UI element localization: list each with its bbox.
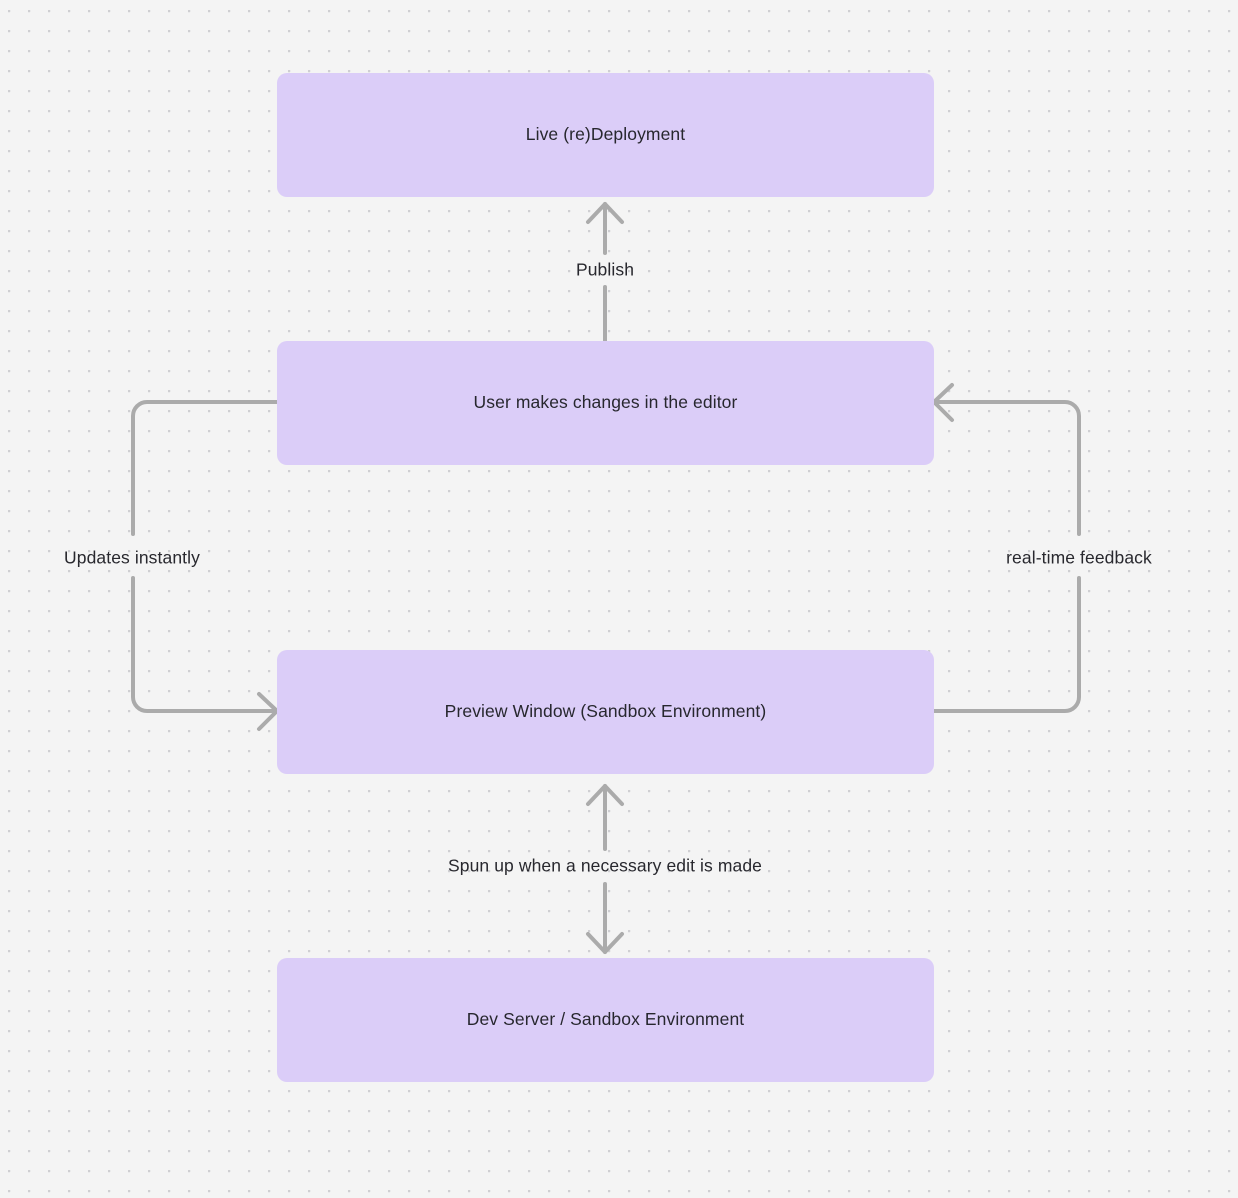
arrowhead-up-icon xyxy=(586,784,624,806)
node-label: Live (re)Deployment xyxy=(525,124,686,145)
edge-updates-upper-segment xyxy=(131,400,279,536)
node-live-deployment[interactable]: Live (re)Deployment xyxy=(277,73,934,197)
arrowhead-left-icon xyxy=(932,383,954,422)
node-label: Preview Window (Sandbox Environment) xyxy=(444,701,767,722)
arrowhead-up-icon xyxy=(586,202,624,224)
edge-label-updates-instantly[interactable]: Updates instantly xyxy=(64,547,200,568)
edge-feedback-lower-segment xyxy=(932,576,1081,713)
node-dev-server[interactable]: Dev Server / Sandbox Environment xyxy=(277,958,934,1082)
arrowhead-right-icon xyxy=(257,692,279,731)
edge-label-spun-up[interactable]: Spun up when a necessary edit is made xyxy=(447,855,763,876)
node-label: Dev Server / Sandbox Environment xyxy=(466,1009,745,1030)
node-user-edits[interactable]: User makes changes in the editor xyxy=(277,341,934,465)
edge-label-real-time-feedback[interactable]: real-time feedback xyxy=(1006,547,1152,568)
edge-updates-lower-segment xyxy=(131,576,279,713)
node-label: User makes changes in the editor xyxy=(473,392,738,413)
edge-feedback-upper-segment xyxy=(932,400,1081,536)
arrowhead-down-icon xyxy=(586,932,624,954)
edge-label-publish[interactable]: Publish xyxy=(575,259,635,280)
node-preview-window[interactable]: Preview Window (Sandbox Environment) xyxy=(277,650,934,774)
